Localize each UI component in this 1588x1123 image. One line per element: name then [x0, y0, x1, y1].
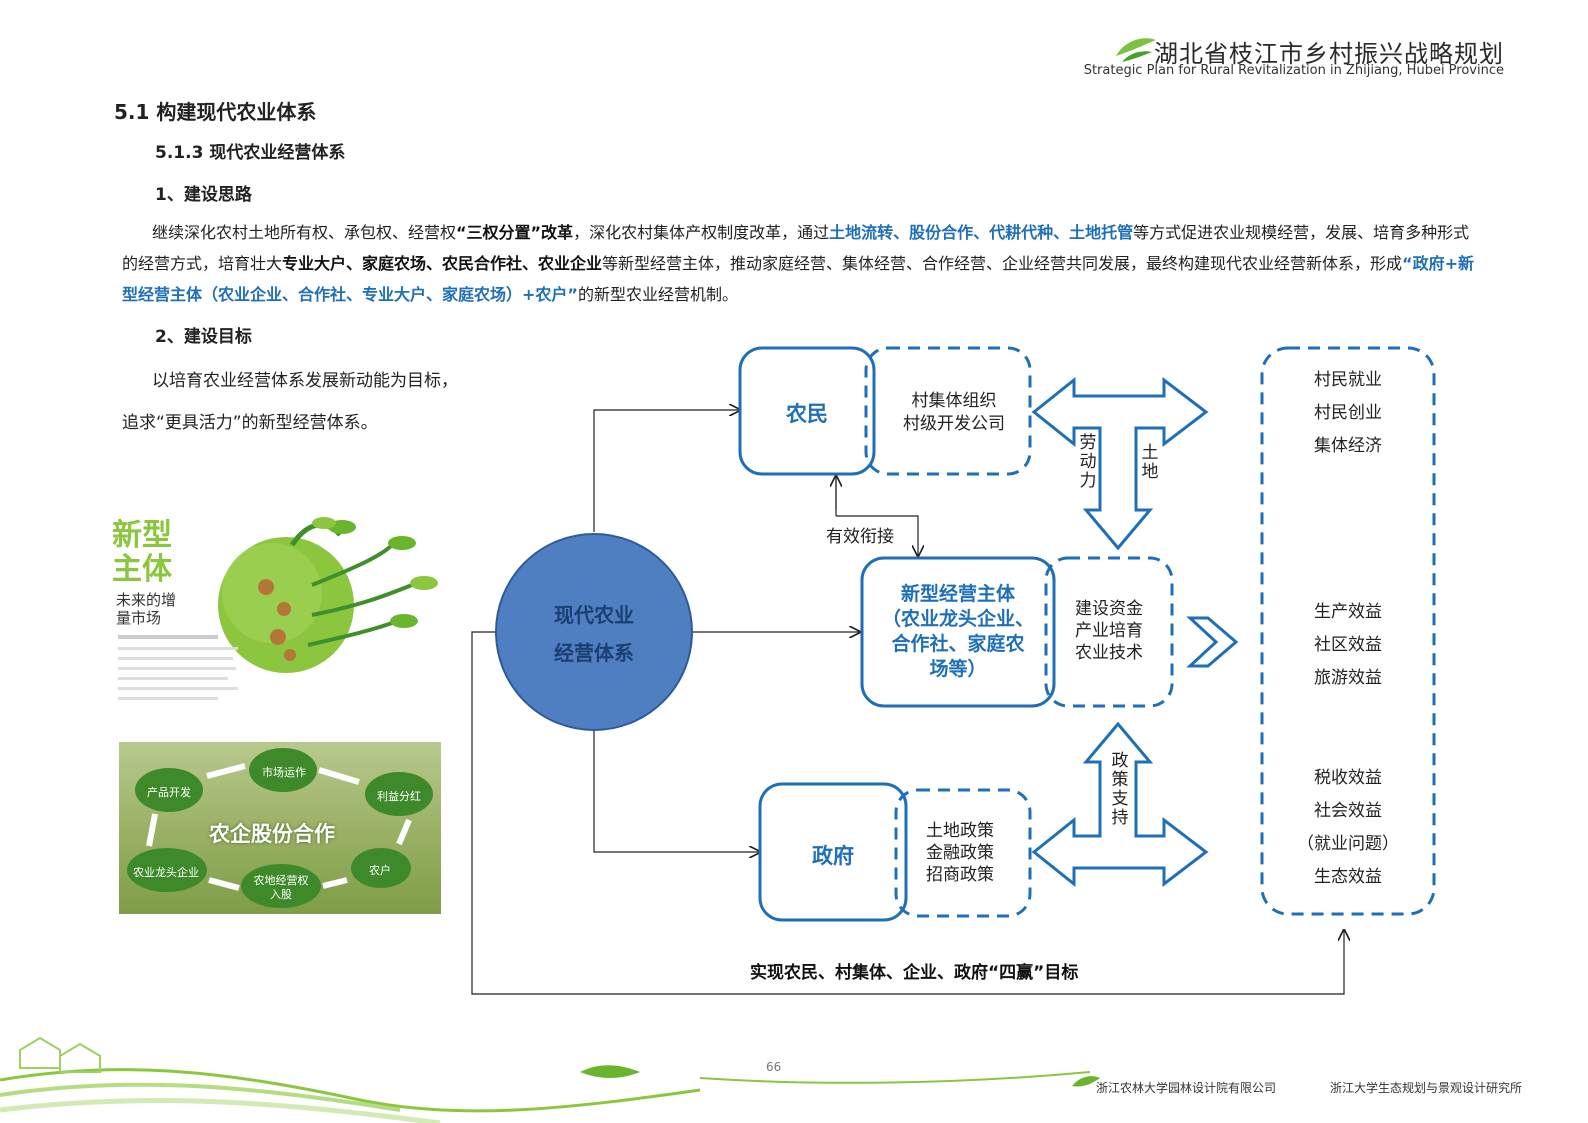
results-group-3: 税收效益社会效益（就业问题）生态效益 [1297, 768, 1399, 887]
leaf-logo-icon [1116, 38, 1156, 62]
infographic-title: 新型主体 [112, 518, 172, 587]
entity-side-box [1044, 556, 1174, 708]
farmer-label: 农民 [786, 402, 828, 426]
cycle-node: 产品开发 [147, 786, 191, 799]
gov-box [758, 782, 908, 922]
entity-box [860, 556, 1056, 708]
document-title: 湖北省枝江市乡村振兴战略规划 [1154, 40, 1504, 68]
goal-paragraph: 以培育农业经营体系发展新动能为目标，追求“更具活力”的新型经营体系。 [122, 371, 458, 433]
center-circle [495, 533, 693, 731]
heading-construction-goal: 2、建设目标 [155, 327, 252, 347]
infographic-caption: 未来的增量市场 [116, 591, 177, 627]
land-label: 土地 [1141, 443, 1159, 482]
cycle-node: 农户 [369, 864, 391, 877]
link-label: 有效衔接 [826, 527, 894, 547]
labor-label: 劳动力 [1079, 433, 1097, 491]
center-label: 现代农业经营体系 [554, 603, 634, 665]
cycle-node: 农业龙头企业 [133, 866, 199, 879]
cycle-node: 农地经营权入股 [253, 874, 309, 901]
results-box [1260, 346, 1436, 916]
entity-side-label: 建设资金产业培育农业技术 [1075, 599, 1143, 663]
farmer-side-label: 村集体组织村级开发公司 [903, 391, 1005, 434]
document-subtitle: Strategic Plan for Rural Revitalization … [1083, 63, 1504, 78]
gov-side-box [894, 788, 1032, 918]
results-group-2: 生产效益社区效益旅游效益 [1314, 602, 1382, 688]
entity-label: 新型经营主体（农业龙头企业、合作社、家庭农场等） [881, 583, 1034, 680]
top-exchange-arrow-icon [1031, 376, 1209, 551]
cycle-node: 市场运作 [262, 766, 306, 779]
new-entity-infographic: 新型主体 未来的增量市场 [112, 505, 444, 713]
gov-side-label: 土地政策金融政策招商政策 [926, 821, 994, 885]
four-win-goal: 实现农民、村集体、企业、政府“四赢”目标 [750, 963, 1079, 983]
cycle-center-label: 农企股份合作 [209, 822, 335, 846]
farmer-box [738, 346, 876, 476]
subsection-heading: 5.1.3 现代农业经营体系 [155, 143, 346, 163]
construction-idea-paragraph: 继续深化农村土地所有权、承包权、经营权“三权分置”改革，深化农村集体产权制度改革… [122, 223, 1474, 304]
policy-label: 政策支持 [1111, 751, 1129, 828]
farmer-side-box [864, 346, 1032, 476]
footer-landscape-decoration [0, 1036, 1100, 1123]
chevron-right-icon [1186, 616, 1239, 668]
page-number: 66 [766, 1060, 782, 1074]
section-heading: 5.1 构建现代农业体系 [114, 100, 317, 124]
bottom-policy-arrow-icon [1031, 721, 1209, 888]
footer-org-2: 浙江大学生态规划与景观设计研究所 [1330, 1081, 1523, 1095]
gov-label: 政府 [812, 844, 854, 868]
footer-org-1: 浙江农林大学园林设计院有限公司 [1096, 1081, 1277, 1095]
cooperation-cycle-image: 产品开发 市场运作 利益分红 农户 农地经营权入股 农业龙头企业 农企股份合作 [119, 742, 441, 914]
heading-construction-idea: 1、建设思路 [155, 185, 252, 205]
results-group-1: 村民就业村民创业集体经济 [1314, 370, 1382, 456]
cycle-node: 利益分红 [377, 790, 421, 803]
